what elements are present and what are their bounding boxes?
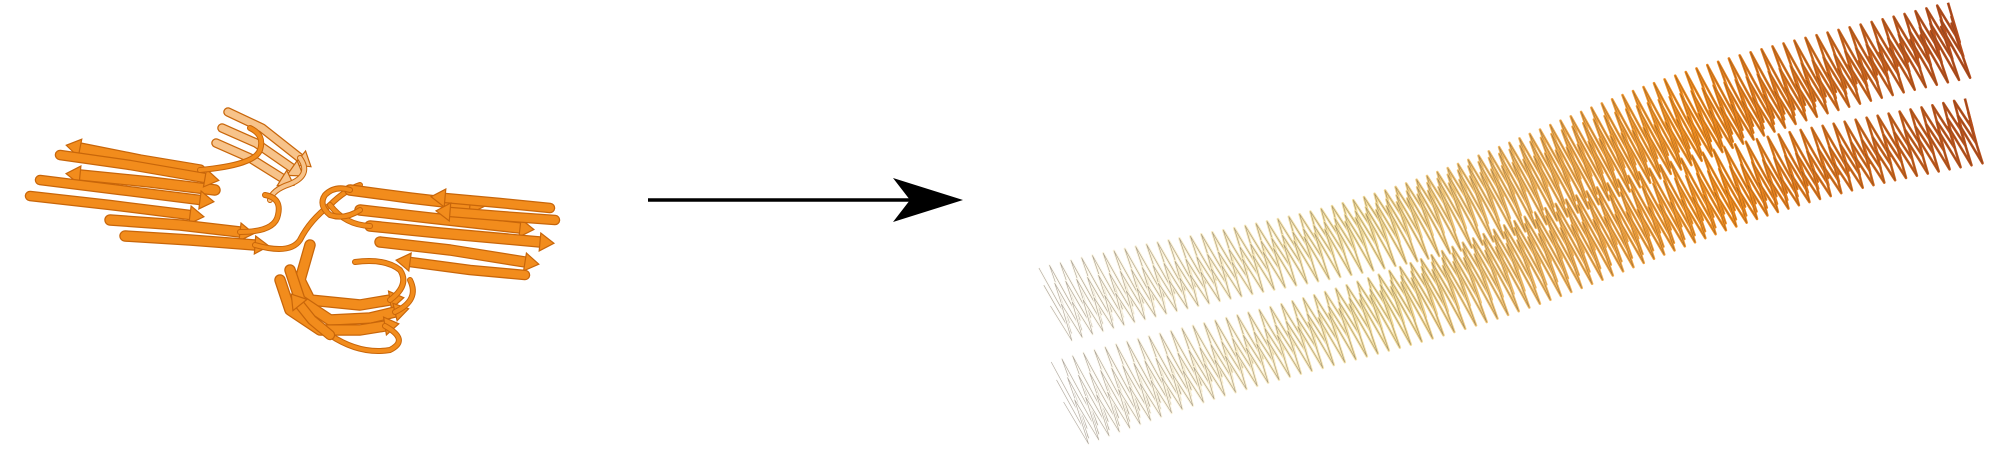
mid-loop-3 [252,202,333,252]
left-strand-4 [34,174,215,210]
left-strand-5 [24,190,205,225]
fibril-assembly-ribbon [1037,2,1984,446]
right-strand-3 [364,220,556,253]
left-strand-3 [54,149,220,188]
curl-loop-3 [327,323,402,354]
right-strand-6 [434,201,561,226]
curl-loop-1 [352,258,407,303]
right-strand-5 [429,187,556,214]
right-loop-2 [319,185,363,220]
protein-monomer-ribbon [24,107,561,354]
curl-strand-4 [290,293,336,341]
light-strand-2 [217,123,305,177]
right-loop-1 [327,202,373,229]
fibril-filament-lower [1050,98,1984,446]
right-strand-4 [374,236,540,272]
fibril-filament-upper [1037,2,1972,342]
right-strand-7 [395,252,531,281]
process-arrow [648,178,963,222]
curl-loop-2 [392,277,416,315]
mid-loop-2 [237,192,282,235]
left-strand-1 [65,138,206,176]
mid-loop-1 [197,125,265,173]
right-strand-2 [354,204,536,238]
left-strand-7 [119,230,271,256]
